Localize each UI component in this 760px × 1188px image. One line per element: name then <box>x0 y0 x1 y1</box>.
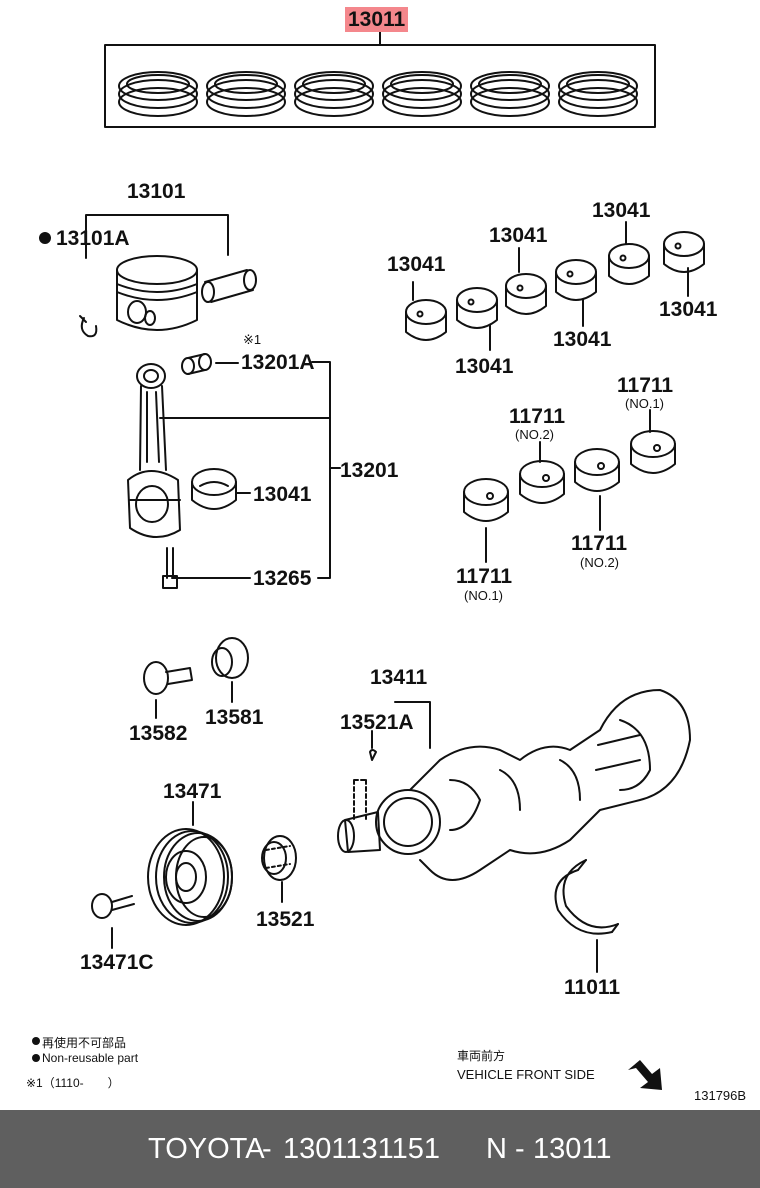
label-13201A[interactable]: 13201A <box>241 351 315 374</box>
label-13521[interactable]: 13521 <box>256 908 315 931</box>
piston-pin <box>201 269 257 303</box>
note-11711-d: (NO.1) <box>625 396 664 411</box>
label-13041-rod[interactable]: 13041 <box>253 483 312 506</box>
main-bearing-c <box>574 448 620 492</box>
legend-nonreusable-en: Non-reusable part <box>42 1051 139 1065</box>
note-11711-b: (NO.2) <box>515 427 554 442</box>
bearing-13041-d <box>555 259 597 301</box>
main-bearing-a <box>463 478 509 522</box>
footer-sep-2: - <box>515 1133 525 1165</box>
connecting-rod <box>127 363 181 538</box>
bushing-13201A <box>181 353 212 375</box>
bracket-13201 <box>311 361 331 579</box>
label-11711-a[interactable]: 11711 <box>456 565 513 588</box>
note-11711-c: (NO.2) <box>580 555 619 570</box>
crank-pulley <box>147 828 233 926</box>
label-13581[interactable]: 13581 <box>205 706 264 729</box>
front-side-jp: 車両前方 <box>457 1049 506 1063</box>
label-13041-f[interactable]: 13041 <box>659 298 718 321</box>
front-side-en: VEHICLE FRONT SIDE <box>457 1067 595 1082</box>
label-11711-b[interactable]: 11711 <box>509 405 566 428</box>
bearing-13041-e <box>608 243 650 285</box>
label-13471[interactable]: 13471 <box>163 780 222 803</box>
crankshaft <box>337 689 691 881</box>
non-reusable-legend-dot-2 <box>32 1054 40 1062</box>
label-13265[interactable]: 13265 <box>253 567 312 590</box>
crank-key <box>369 749 377 761</box>
pulley-bolt-washer <box>143 661 193 695</box>
label-13471C[interactable]: 13471C <box>80 951 154 974</box>
label-13582[interactable]: 13582 <box>129 722 188 745</box>
label-13521A[interactable]: 13521A <box>340 711 414 734</box>
label-13041-a[interactable]: 13041 <box>387 253 446 276</box>
footer-sep-1: - <box>262 1133 272 1165</box>
non-reusable-dot-13101A <box>39 232 51 244</box>
main-bearing-b <box>519 460 565 504</box>
note-mark-x1: ※1 <box>243 332 262 347</box>
piston-ring-set <box>118 71 638 117</box>
leader-13101 <box>85 214 229 259</box>
legend-nonreusable-jp: 再使用不可部品 <box>42 1036 127 1050</box>
crank-sprocket <box>261 835 297 881</box>
main-bearing-d <box>630 430 676 474</box>
label-13411[interactable]: 13411 <box>370 666 428 689</box>
thrust-washer <box>554 859 619 935</box>
rod-bearing <box>191 468 237 510</box>
bearing-13041-f <box>663 231 705 273</box>
label-11711-c[interactable]: 11711 <box>571 532 628 555</box>
label-13011[interactable]: 13011 <box>345 7 409 32</box>
diagram-code: 131796B <box>694 1088 747 1103</box>
footer-bar: TOYOTA - 1301131151 N - 13011 <box>0 1110 760 1188</box>
label-13041-d[interactable]: 13041 <box>553 328 612 351</box>
rod-bolt <box>162 547 178 589</box>
label-13041-e[interactable]: 13041 <box>592 199 651 222</box>
legend-note-x1: ※1（1110- ） <box>26 1076 120 1090</box>
label-13101A[interactable]: 13101A <box>56 227 130 250</box>
bearing-13041-a <box>405 299 447 341</box>
bearing-13041-b <box>456 287 498 329</box>
arrow-down-right-icon <box>628 1060 662 1090</box>
footer-brand: TOYOTA <box>148 1133 265 1165</box>
parts-diagram <box>32 31 705 1090</box>
pulley-bolt <box>91 893 135 919</box>
crank-collar <box>211 637 249 679</box>
label-11011[interactable]: 11011 <box>564 976 621 999</box>
label-13041-c[interactable]: 13041 <box>489 224 548 247</box>
label-11711-d[interactable]: 11711 <box>617 374 674 397</box>
footer-oem-number: 1301131151 <box>283 1133 440 1165</box>
label-13041-b[interactable]: 13041 <box>455 355 514 378</box>
bearing-13041-c <box>505 273 547 315</box>
label-13201[interactable]: 13201 <box>340 459 399 482</box>
footer-n-label: N <box>486 1133 507 1165</box>
note-11711-a: (NO.1) <box>464 588 503 603</box>
snap-ring <box>80 317 98 338</box>
piston <box>116 255 198 331</box>
label-13101[interactable]: 13101 <box>127 180 186 203</box>
footer-part-number: 13011 <box>533 1133 612 1165</box>
non-reusable-legend-dot-1 <box>32 1037 40 1045</box>
leader-13411 <box>394 701 431 749</box>
